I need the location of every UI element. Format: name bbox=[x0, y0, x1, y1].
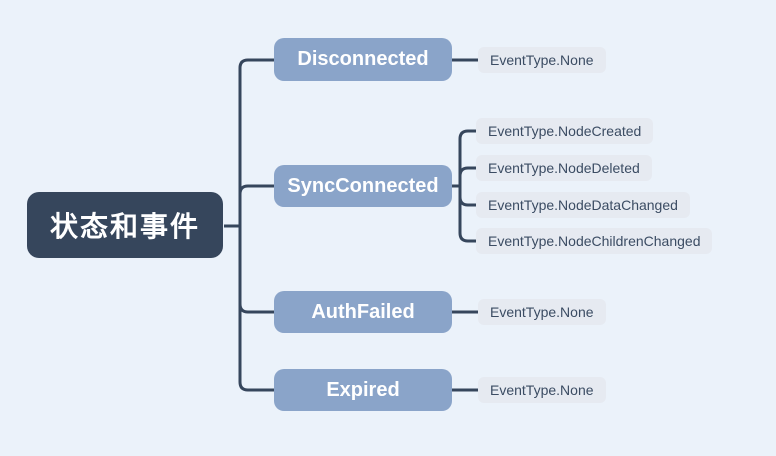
event-node-nodecreated[interactable]: EventType.NodeCreated bbox=[476, 118, 654, 144]
branch-node-syncconnected[interactable]: SyncConnected bbox=[274, 165, 452, 207]
event-node-nodechildrenchanged[interactable]: EventType.NodeChildrenChanged bbox=[476, 228, 713, 254]
connector-syncconnected-nodecreated bbox=[458, 129, 476, 186]
connector-root-authfailed bbox=[238, 226, 274, 314]
connector-root-syncconnected bbox=[238, 184, 274, 226]
root-node[interactable]: 状态和事件 bbox=[27, 192, 223, 258]
event-node-nodedatachanged[interactable]: EventType.NodeDataChanged bbox=[476, 192, 690, 218]
connector-syncconnected-nodedatachanged bbox=[458, 186, 476, 207]
event-node-nodedeleted[interactable]: EventType.NodeDeleted bbox=[476, 155, 652, 181]
connector-root-expired bbox=[238, 226, 274, 392]
event-node-expired-none[interactable]: EventType.None bbox=[478, 377, 606, 403]
connector-syncconnected-nodechildrenchanged bbox=[458, 186, 476, 243]
connector-syncconnected-nodedeleted bbox=[458, 166, 476, 186]
branch-node-authfailed[interactable]: AuthFailed bbox=[274, 291, 452, 333]
connector-root-disconnected bbox=[238, 58, 274, 226]
branch-node-disconnected[interactable]: Disconnected bbox=[274, 38, 452, 81]
event-node-authfailed-none[interactable]: EventType.None bbox=[478, 299, 606, 325]
branch-node-expired[interactable]: Expired bbox=[274, 369, 452, 411]
event-node-disconnected-none[interactable]: EventType.None bbox=[478, 47, 606, 73]
